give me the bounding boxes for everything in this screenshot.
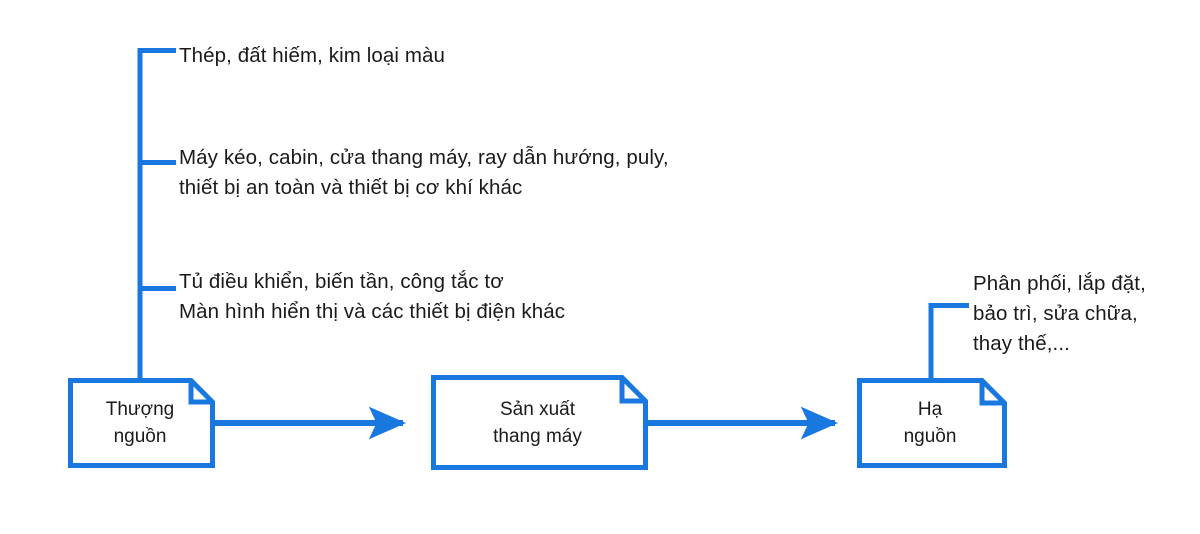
node-downstream-fold [979, 380, 1005, 406]
node-upstream-shape [68, 378, 215, 468]
node-downstream-shape [857, 378, 1007, 468]
annotation-upstream-electrical: Tủ điều khiển, biến tần, công tắc tơ Màn… [179, 270, 566, 323]
node-production-label: Sản xuất thang máy [493, 399, 582, 447]
node-upstream[interactable] [68, 378, 215, 468]
downstream-bracket-connector [928, 303, 969, 381]
node-upstream-label: Thượng nguồn [105, 399, 175, 447]
node-downstream[interactable] [857, 378, 1007, 468]
upstream-bracket-connector [137, 48, 176, 381]
node-production[interactable] [431, 375, 648, 470]
annotation-upstream-materials: Thép, đất hiếm, kim loại màu [179, 44, 445, 67]
annotation-upstream-mechanical: Máy kéo, cabin, cửa thang máy, ray dẫn h… [179, 146, 669, 199]
node-production-fold [619, 377, 646, 404]
annotation-downstream-services: Phân phối, lắp đặt, bảo trì, sửa chữa, t… [973, 272, 1146, 355]
node-downstream-label: Hạ nguồn [903, 399, 957, 447]
node-production-shape [431, 375, 648, 470]
node-upstream-fold [188, 380, 213, 405]
